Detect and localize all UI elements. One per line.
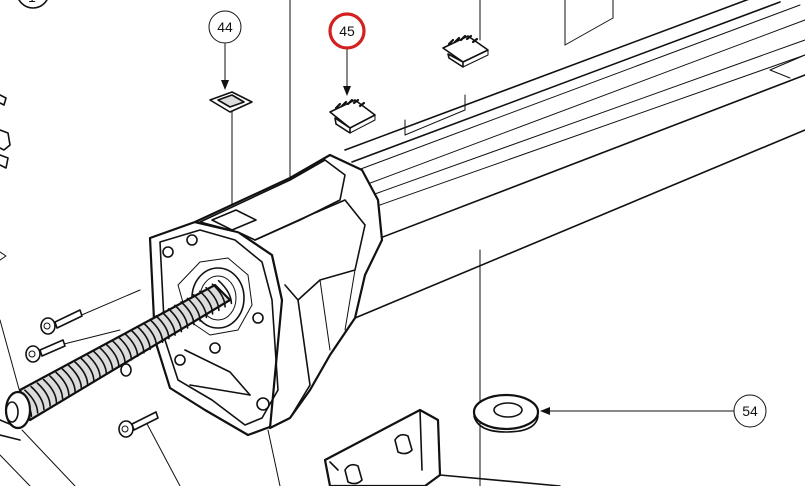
- svg-text:1: 1: [28, 0, 36, 5]
- actuator-tube: [344, 0, 805, 319]
- screw-set: [25, 309, 159, 438]
- callout-54-label: 54: [742, 403, 758, 419]
- callout-44[interactable]: 44: [208, 10, 242, 90]
- part-44-plate: [209, 91, 253, 113]
- left-edge-hardware: [0, 94, 11, 261]
- callout-partial-top-left: 1: [18, 0, 48, 9]
- screw-lower: [118, 411, 159, 438]
- screw-upper: [40, 309, 83, 335]
- nut-small: [120, 363, 132, 377]
- callout-54[interactable]: 54: [540, 394, 767, 428]
- callout-45[interactable]: 45: [328, 12, 366, 96]
- callout-44-label: 44: [217, 19, 233, 35]
- mounting-bracket: [323, 408, 561, 486]
- part-45-clip: [329, 98, 376, 134]
- screw-middle: [25, 339, 66, 363]
- callout-45-label: 45: [339, 23, 355, 39]
- part-54-washer: [472, 393, 540, 433]
- motor-housing: [148, 153, 384, 437]
- spring-assembly: [0, 279, 233, 441]
- part-45-clip-secondary: [442, 34, 489, 68]
